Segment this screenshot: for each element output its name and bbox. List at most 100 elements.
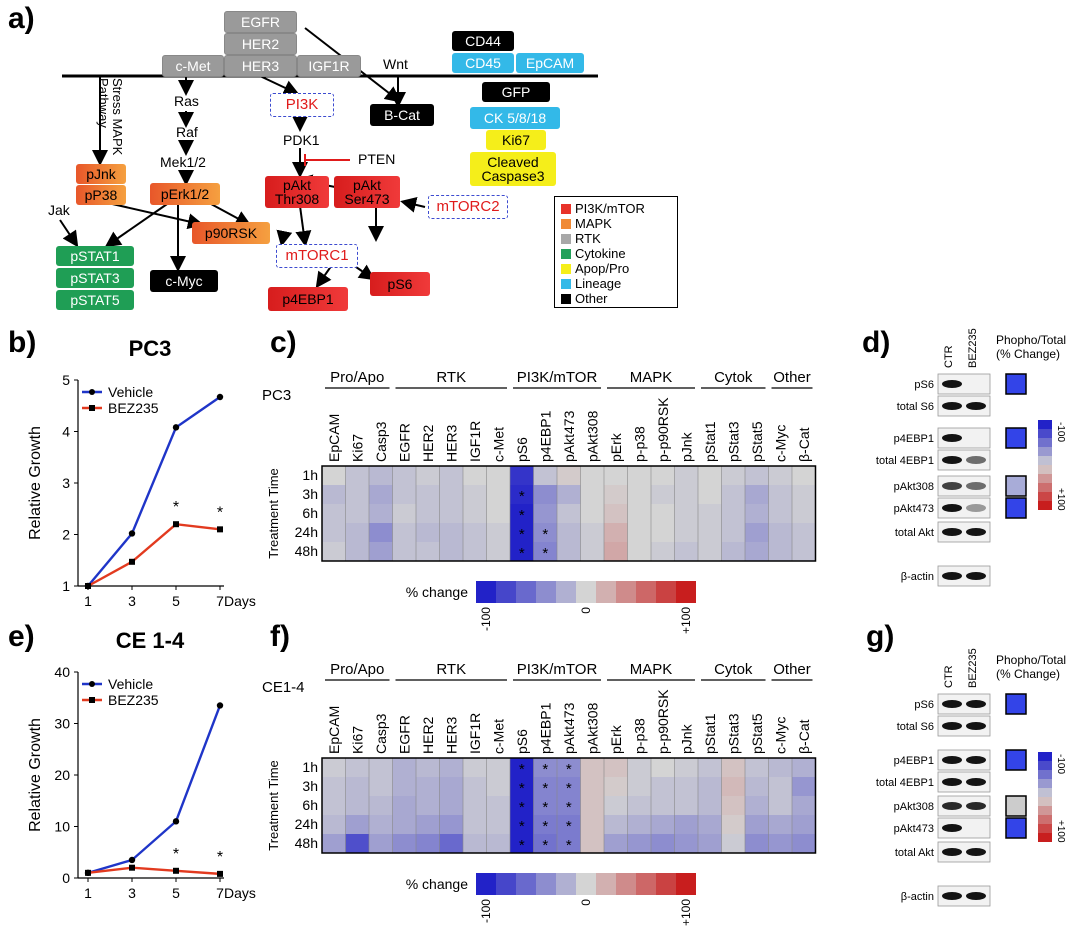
significance-star: * xyxy=(519,507,525,524)
node-cmyc: c-Myc xyxy=(150,270,218,292)
heatmap-cell xyxy=(745,523,769,542)
heatmap-cell xyxy=(345,485,369,504)
data-point xyxy=(128,530,136,537)
pathway-legend: PI3K/mTOR MAPK RTK Cytokine Apop/Pro Lin… xyxy=(554,196,678,308)
column-label: EGFR xyxy=(396,715,412,754)
heatmap-cell xyxy=(416,466,440,485)
blot-strip xyxy=(937,497,991,519)
heatmap-cell xyxy=(392,542,416,561)
y-tick-label: 4 xyxy=(62,424,70,440)
node-pdk1: PDK1 xyxy=(283,132,320,148)
blot-band xyxy=(942,380,962,388)
heatmap-cell xyxy=(510,504,534,523)
heatmap-cell xyxy=(651,815,675,834)
heatmap-cell xyxy=(322,777,346,796)
node-mek: Mek1/2 xyxy=(160,154,206,170)
colorbar-cell xyxy=(496,581,516,603)
heatmap-cell xyxy=(674,542,698,561)
heatmap-cell xyxy=(627,542,651,561)
heatmap-cell xyxy=(698,523,722,542)
header-label: (% Change) xyxy=(996,347,1060,361)
heatmap-cell xyxy=(510,466,534,485)
blot-strip xyxy=(937,795,991,817)
significance-star: * xyxy=(217,504,223,521)
x-tick-label: 3 xyxy=(128,885,136,901)
heatmap-cell xyxy=(557,834,581,853)
heatmap-cell xyxy=(674,466,698,485)
blot-band xyxy=(966,802,986,810)
column-label: HER2 xyxy=(420,716,436,754)
column-label: pErk xyxy=(608,432,624,462)
heatmap-cell xyxy=(322,504,346,523)
panel-label-c: c) xyxy=(270,326,297,359)
y-tick-label: 1 xyxy=(62,578,70,594)
heatmap-cell xyxy=(580,523,604,542)
column-label: Casp3 xyxy=(373,713,389,754)
heatmap-cell xyxy=(768,777,792,796)
heatmap-cell xyxy=(463,834,487,853)
colorbar-cell xyxy=(476,581,496,603)
y-tick-label: 40 xyxy=(54,664,70,680)
heatmap-cell xyxy=(627,815,651,834)
data-point xyxy=(217,870,223,877)
heatmap-cell xyxy=(792,777,816,796)
heatmap-cell xyxy=(604,815,628,834)
heatmap-cell xyxy=(369,485,393,504)
column-label: pS6 xyxy=(514,729,530,754)
heatmap-cell xyxy=(721,815,745,834)
heatmap-cell xyxy=(651,466,675,485)
colorbar-cell xyxy=(1038,456,1052,465)
heatmap-cell xyxy=(463,542,487,561)
heatmap-cell xyxy=(745,466,769,485)
blot-strip xyxy=(937,449,991,471)
row-label: 1h xyxy=(302,759,318,775)
data-point xyxy=(85,869,91,876)
heatmap-cell xyxy=(721,485,745,504)
heatmap-cell xyxy=(439,523,463,542)
heatmap-cell xyxy=(369,758,393,777)
colorbar-cell xyxy=(1038,420,1052,429)
significance-star: * xyxy=(519,780,525,797)
heatmap-cell xyxy=(510,523,534,542)
heatmap-cell xyxy=(345,834,369,853)
column-label: β-Cat xyxy=(796,427,812,462)
group-label: MAPK xyxy=(630,369,673,386)
colorbar-cell xyxy=(536,873,556,895)
heatmap-cell xyxy=(674,504,698,523)
column-label: pAkt473 xyxy=(561,702,577,754)
blot-row-label: total S6 xyxy=(897,401,934,413)
lane-label: CTR xyxy=(943,345,955,368)
significance-star: * xyxy=(542,780,548,797)
heatmap-cell xyxy=(392,834,416,853)
column-label: c-Met xyxy=(490,719,506,754)
legend-swatch xyxy=(561,218,571,229)
node-bcat: B-Cat xyxy=(370,104,434,126)
row-label: 24h xyxy=(295,524,318,540)
colorbar-cell xyxy=(596,581,616,603)
y-axis-label: Relative Growth xyxy=(27,718,44,832)
heatmap-cell xyxy=(604,542,628,561)
column-label: c-Myc xyxy=(772,425,788,462)
colorbar-cell xyxy=(616,581,636,603)
colorbar-tick: +100 xyxy=(679,607,693,634)
colorbar-cell xyxy=(1038,833,1052,842)
row-label: 6h xyxy=(302,505,318,521)
heatmap-cell xyxy=(463,815,487,834)
blot-band xyxy=(942,572,962,580)
node-pjnk: pJnk xyxy=(76,164,126,184)
heatmap-cell xyxy=(557,758,581,777)
data-point xyxy=(129,864,135,871)
heatmap-cell xyxy=(345,815,369,834)
legend-item: MAPK xyxy=(561,216,612,231)
heatmap-cell xyxy=(392,504,416,523)
heatmap-cell xyxy=(533,542,557,561)
heatmap-cell xyxy=(510,485,534,504)
heatmap-cell xyxy=(768,796,792,815)
legend-label: Vehicle xyxy=(108,384,153,400)
heatmap-cell xyxy=(651,758,675,777)
colorbar-label: % change xyxy=(406,876,468,892)
data-point xyxy=(129,558,135,565)
